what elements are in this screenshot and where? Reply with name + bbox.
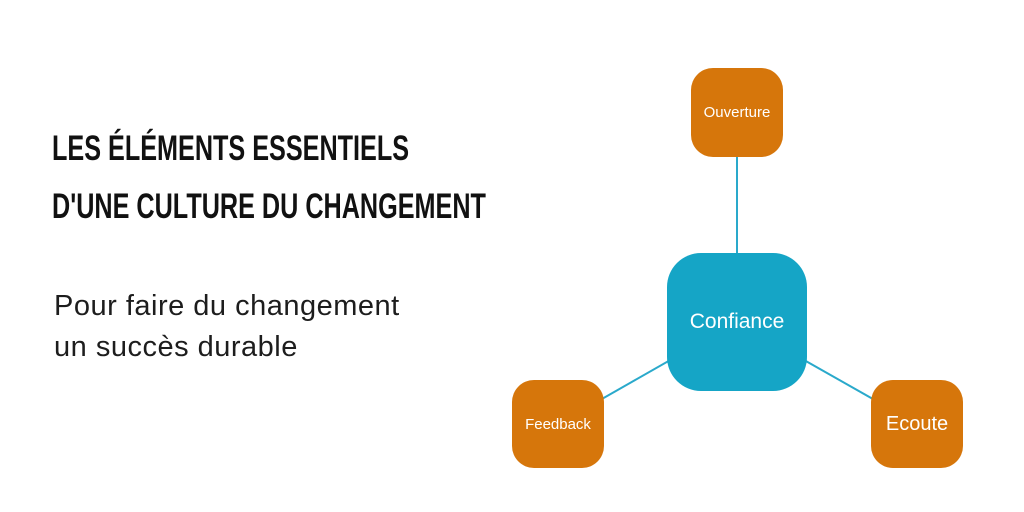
node-ouverture-label: Ouverture [703, 104, 771, 121]
node-confiance-label: Confiance [689, 310, 785, 333]
page-title-line-1: LES ÉLÉMENTS ESSENTIELS [52, 129, 410, 168]
subtitle: Pour faire du changement un succès durab… [54, 286, 400, 368]
node-ecoute: Ecoute [871, 380, 963, 468]
node-feedback: Feedback [512, 380, 604, 468]
node-ouverture: Ouverture [691, 68, 783, 157]
subtitle-line-1: Pour faire du changement [54, 290, 400, 322]
page-title-line-2: D'UNE CULTURE DU CHANGEMENT [52, 187, 486, 226]
page-title: LES ÉLÉMENTS ESSENTIELS D'UNE CULTURE DU… [52, 120, 655, 236]
node-ecoute-label: Ecoute [885, 412, 949, 435]
subtitle-line-2: un succès durable [54, 331, 298, 363]
node-feedback-label: Feedback [525, 415, 591, 433]
node-confiance: Confiance [667, 253, 807, 391]
